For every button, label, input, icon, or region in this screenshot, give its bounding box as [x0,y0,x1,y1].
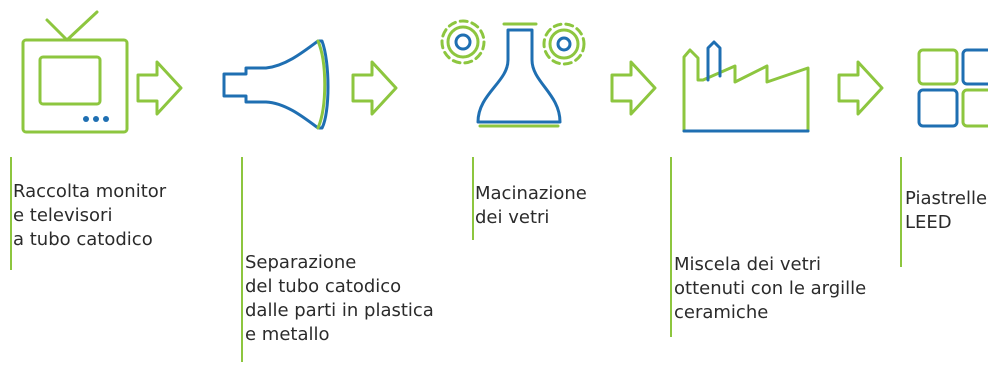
arrow-icon [610,60,657,116]
label-line: e televisori [13,205,113,226]
label-line: dei vetri [475,207,550,228]
cathode-tube-icon [222,39,330,130]
arrow-icon [351,60,398,116]
step-3-indicator-line [472,157,474,240]
tiles-icon [917,48,988,128]
step-5-label: Piastrelle LEED [905,187,987,235]
step-3-label: Macinazione dei vetri [475,182,587,230]
label-line: e metallo [245,324,330,345]
label-line: ceramiche [674,302,769,323]
arrow-icon [837,60,884,116]
label-line: del tubo catodico [245,276,402,297]
tv-icon [21,10,129,134]
label-line: a tubo catodico [13,229,153,250]
label-line: Piastrelle [905,188,988,209]
factory-icon [682,40,810,133]
glass-grinding-icon [440,19,586,128]
label-line: Macinazione [475,183,587,204]
label-line: Raccolta monitor [13,181,167,202]
step-2-label: Separazione del tubo catodico dalle part… [245,251,434,347]
step-1-label: Raccolta monitor e televisori a tubo cat… [13,180,166,252]
label-line: ottenuti con le argille [674,278,867,299]
step-1-indicator-line [10,157,12,270]
step-4-indicator-line [670,157,672,337]
label-line: dalle parti in plastica [245,300,434,321]
gear-icon [542,22,586,66]
step-2-indicator-line [241,157,243,362]
gear-icon [440,19,486,65]
arrow-icon [136,60,183,116]
label-line: LEED [905,212,952,233]
label-line: Separazione [245,252,357,273]
label-line: Miscela dei vetri [674,254,822,275]
step-4-label: Miscela dei vetri ottenuti con le argill… [674,253,866,325]
step-5-indicator-line [900,157,902,267]
